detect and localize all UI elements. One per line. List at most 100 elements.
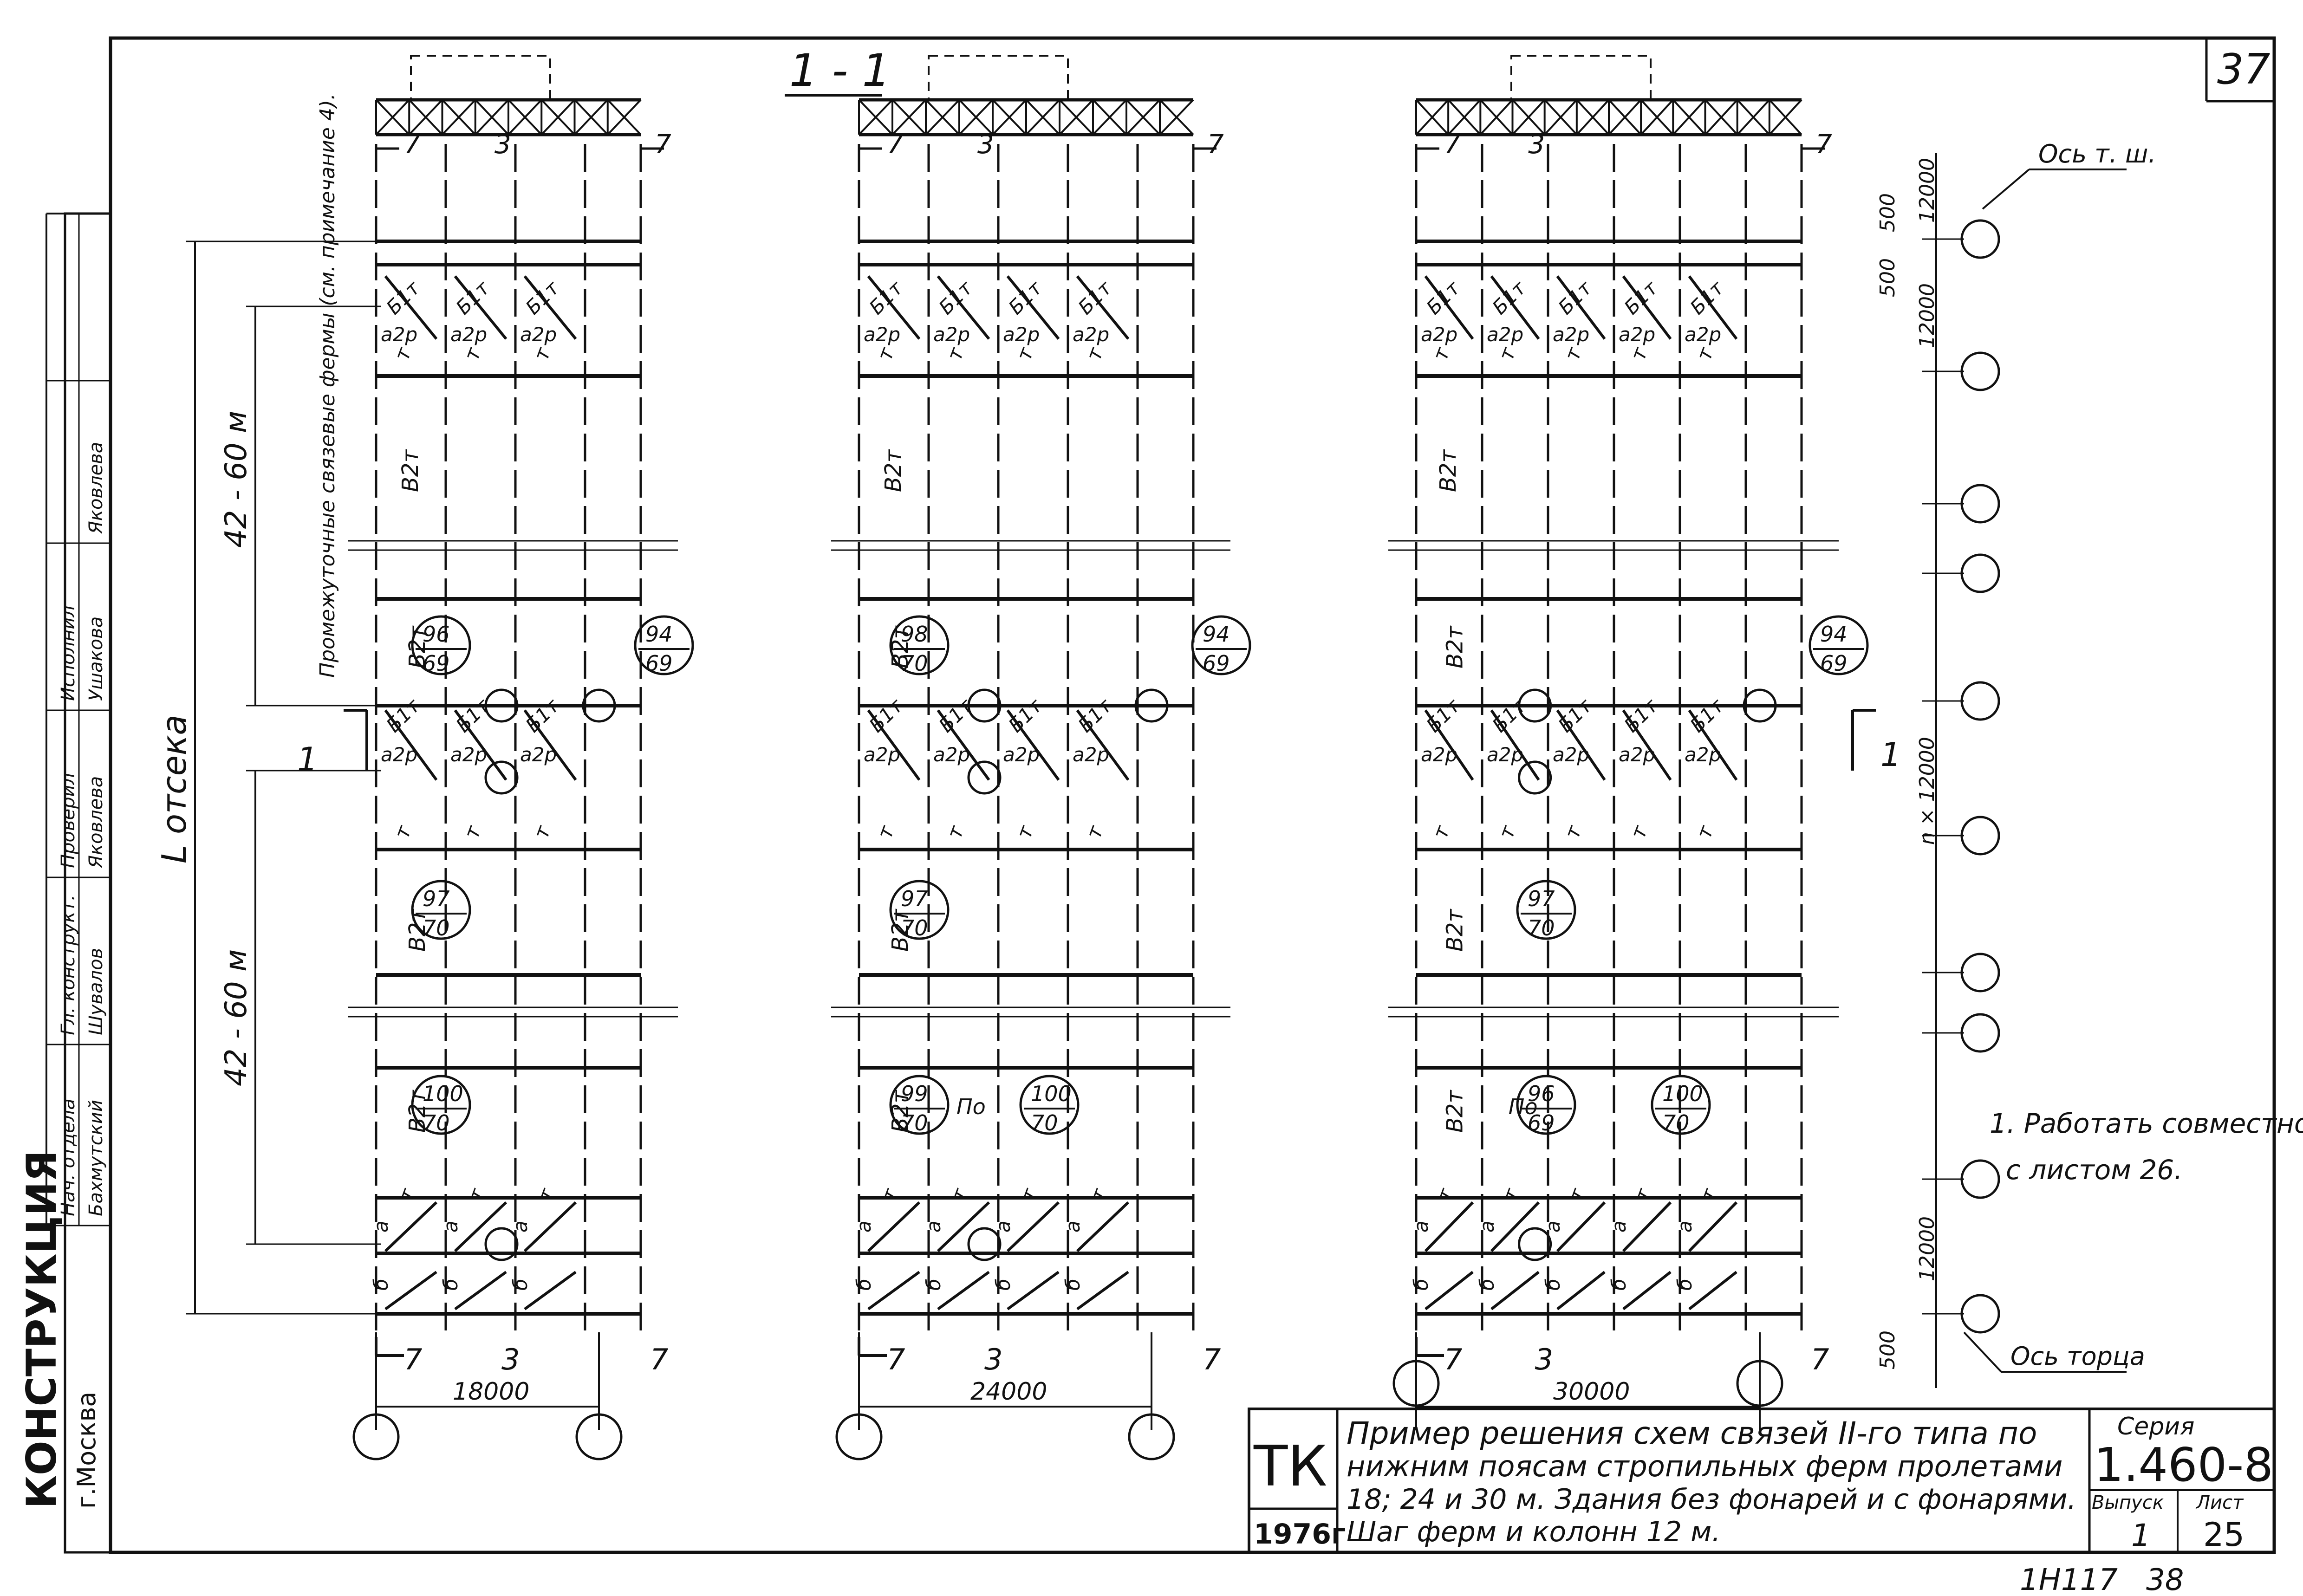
truss-diagonal — [1608, 99, 1642, 136]
label-strut: т — [1082, 344, 1108, 364]
truss-diagonal — [1447, 99, 1481, 136]
label-end-b: б — [439, 1278, 462, 1291]
bot-band-diagonal — [1688, 1271, 1737, 1311]
scheme-2: Б1та2ртБ1та2ртабтБ1та2ртБ1та2ртабтБ1та2р… — [831, 55, 1230, 1460]
node-circle — [484, 1227, 519, 1261]
label-top-diag: Б1т — [1073, 276, 1116, 319]
label-mid-diag: а2р — [1553, 323, 1589, 346]
top-mark: 7 — [887, 130, 904, 160]
callout-number: 100 — [1662, 1081, 1703, 1106]
label-top-diag: Б1т — [1004, 276, 1047, 319]
callout-circle — [1809, 615, 1869, 675]
label-beam: В2т — [1442, 908, 1468, 952]
axis-circle — [575, 1413, 623, 1460]
label-end-a: а — [1410, 1220, 1432, 1233]
callout-circle — [889, 615, 950, 675]
series-value: 1.460-8 — [2094, 1438, 2273, 1492]
label-top-diag: Б1т — [382, 694, 424, 737]
label-end-b: б — [1410, 1278, 1432, 1291]
truss-diagonal — [1512, 99, 1546, 136]
axis-circle — [1960, 553, 2000, 593]
label-top-diag: Б1т — [1488, 694, 1530, 737]
bot-band-diagonal — [1076, 1201, 1130, 1252]
signature-name: Яковлева — [85, 442, 107, 534]
sheet-number: 37 — [2217, 45, 2270, 94]
top-mark: 7 — [1444, 130, 1461, 160]
stamp-city: г.Москва — [72, 1392, 101, 1509]
archive-code: 1Н117 38 — [2020, 1563, 2184, 1596]
label-mid-diag: а2р — [933, 323, 970, 346]
label-end-b: б — [1607, 1278, 1630, 1291]
signature-name: Яковлева — [85, 776, 107, 869]
label-end-a: а — [1673, 1220, 1696, 1233]
axis-circle — [1960, 1013, 2000, 1053]
stamp-org: КОНСТРУКЦИЯ — [18, 1150, 65, 1509]
span-value: 24000 — [970, 1378, 1047, 1406]
bot-band-diagonal — [1490, 1271, 1540, 1311]
top-mark: 3 — [1528, 130, 1545, 160]
bot-band-diagonal — [1556, 1201, 1606, 1252]
label-end-b: б — [1476, 1278, 1498, 1291]
node-circle — [1743, 688, 1777, 723]
axis-circle — [1960, 219, 2000, 259]
bot-band-diagonal — [1622, 1201, 1672, 1252]
axis-circle — [1960, 351, 2000, 391]
roof-truss — [858, 98, 1194, 136]
dim-lower: 42 - 60 м — [219, 949, 254, 1086]
label-top-diag: Б1т — [865, 276, 907, 319]
title-line-2: нижним поясам стропильных ферм пролетами — [1347, 1449, 2062, 1483]
label-strut: т — [1560, 344, 1587, 364]
top-band-diagonal — [937, 275, 990, 340]
top-band-diagonal — [1076, 275, 1130, 340]
truss-diagonal — [1025, 99, 1060, 136]
axis-circle — [1392, 1360, 1440, 1407]
bottom-mark: 3 — [501, 1343, 520, 1376]
label-strut: т — [533, 1185, 559, 1204]
label-mid-diag: а2р — [1685, 323, 1721, 346]
label-strut: т — [1560, 822, 1587, 842]
callout-sheet: 70 — [901, 1110, 928, 1135]
label-top-diag: Б1т — [451, 276, 494, 319]
label-end-a: а — [992, 1220, 1015, 1233]
mid-band-diagonal — [454, 709, 507, 781]
bot-band-diagonal — [523, 1201, 577, 1252]
axis-bottom-label: Ось торца — [2010, 1342, 2145, 1371]
truss-diagonal — [925, 99, 960, 136]
node-circle — [484, 760, 519, 795]
truss-diagonal — [858, 99, 893, 136]
dim-n12000: n × 12000 — [1915, 737, 1939, 845]
callout-number: 96 — [423, 622, 450, 647]
callout-circle — [411, 1075, 471, 1135]
bot-band-diagonal — [454, 1271, 507, 1311]
label-top-diag: Б1т — [1685, 694, 1728, 737]
label-end-a: а — [1542, 1220, 1564, 1233]
node-circle — [582, 688, 616, 723]
bot-band-diagonal — [1490, 1201, 1540, 1252]
bottom-mark: 7 — [887, 1343, 905, 1376]
label-end-b: б — [922, 1278, 945, 1291]
note: 1. Работать совместно с листом 26. — [1990, 1108, 2303, 1186]
label-strut: т — [1428, 822, 1455, 842]
label-beam: В2т — [404, 908, 430, 952]
axis-circle — [1960, 1159, 2000, 1199]
top-band-diagonal — [454, 275, 507, 340]
callout-number: 97 — [423, 886, 450, 911]
truss-diagonal — [891, 99, 927, 136]
axis-circle — [1960, 1294, 2000, 1334]
label-mid-diag: а2р — [520, 743, 557, 766]
label-strut: т — [1630, 1185, 1655, 1204]
signature-role: Нач. отдела — [58, 1098, 79, 1216]
signature-role: Проверил — [58, 773, 79, 868]
bot-band-diagonal — [937, 1201, 990, 1252]
label-top-diag: Б1т — [521, 694, 564, 737]
callout-sheet: 70 — [901, 915, 928, 941]
truss-diagonal — [1159, 99, 1194, 136]
truss-diagonal — [1479, 99, 1513, 136]
top-band-diagonal — [1490, 275, 1540, 340]
label-strut: т — [1082, 822, 1108, 842]
